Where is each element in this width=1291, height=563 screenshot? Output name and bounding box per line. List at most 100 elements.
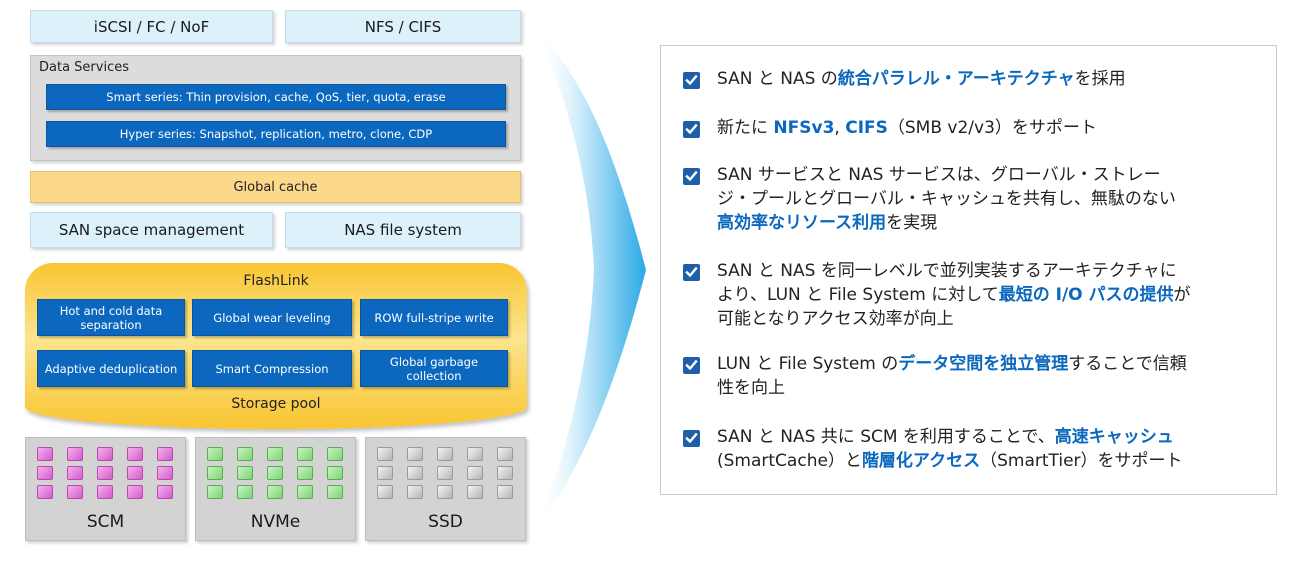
storage-chip-icon xyxy=(267,447,283,461)
checkbox-checked-icon xyxy=(683,430,700,447)
protocol-block-block: iSCSI / FC / NoF xyxy=(30,10,273,43)
smart-series-bar: Smart series: Thin provision, cache, QoS… xyxy=(46,84,506,110)
media-nvme: NVMe xyxy=(195,437,356,541)
storage-chip-icon xyxy=(497,485,513,499)
checkbox-checked-icon xyxy=(683,121,700,138)
body-text: SAN と NAS の xyxy=(717,69,838,89)
body-text: が xyxy=(1173,285,1191,305)
body-text: SAN と NAS 共に SCM を利用することで、 xyxy=(717,427,1055,447)
protocol-file: NFS / CIFS xyxy=(285,10,521,43)
storage-chip-icon xyxy=(157,466,173,480)
features-list: SAN と NAS の統合パラレル・アーキテクチャを採用新たに NFSv3, C… xyxy=(683,46,1263,496)
storage-chip-icon xyxy=(437,485,453,499)
storage-chip-icon xyxy=(97,466,113,480)
storage-chip-icon xyxy=(437,447,453,461)
media-ssd-label: SSD xyxy=(428,512,463,532)
storage-chip-icon xyxy=(327,466,343,480)
body-text: （SMB v2/v3）をサポート xyxy=(887,118,1097,138)
media-scm-label: SCM xyxy=(86,512,125,532)
feature-text-line: LUN と File System のデータ空間を独立管理することで信頼 xyxy=(717,353,1187,375)
feature-text-line: より、LUN と File System に対して最短の I/O パスの提供が xyxy=(717,284,1191,306)
storage-chip-icon xyxy=(497,466,513,480)
storage-chip-icon xyxy=(467,466,483,480)
storage-chip-icon xyxy=(157,447,173,461)
feature-smart-compression: Smart Compression xyxy=(192,350,352,387)
body-text: 性を向上 xyxy=(717,378,785,398)
feature-text-line: ジ・プールとグローバル・キャッシュを共有し、無駄のない xyxy=(717,188,1176,210)
nas-file-system-block: NAS file system xyxy=(285,212,521,248)
body-text: SAN サービスと NAS サービスは、グローバル・ストレー xyxy=(717,165,1161,185)
storage-chip-icon xyxy=(267,485,283,499)
feature-adaptive-deduplication: Adaptive deduplication xyxy=(37,350,185,387)
feature-global-wear-leveling: Global wear leveling xyxy=(192,299,352,336)
feature-text-line: 性を向上 xyxy=(717,377,785,399)
body-text: SAN と NAS を同一レベルで並列実装するアーキテクチャに xyxy=(717,261,1177,281)
highlight-text: 最短の I/O パスの提供 xyxy=(998,285,1174,305)
highlight-text: データ空間を独立管理 xyxy=(898,354,1069,374)
nas-file-system-label: NAS file system xyxy=(344,221,462,239)
storage-chip-icon xyxy=(407,485,423,499)
body-text: ジ・プールとグローバル・キャッシュを共有し、無駄のない xyxy=(717,189,1176,209)
storage-chip-icon xyxy=(297,466,313,480)
storage-chip-icon xyxy=(437,466,453,480)
storage-chip-icon xyxy=(207,485,223,499)
flashlink-title: FlashLink xyxy=(243,273,309,289)
san-space-management-label: SAN space management xyxy=(58,221,245,239)
storage-chip-icon xyxy=(127,466,143,480)
storage-chip-icon xyxy=(67,466,83,480)
storage-chip-icon xyxy=(377,447,393,461)
feature-text-line: SAN と NAS の統合パラレル・アーキテクチャを採用 xyxy=(717,68,1126,90)
storage-chip-icon xyxy=(327,485,343,499)
data-services-panel: Data Services Smart series: Thin provisi… xyxy=(30,55,521,161)
checkbox-checked-icon xyxy=(683,264,700,281)
feature-item: LUN と File System のデータ空間を独立管理することで信頼性を向上 xyxy=(683,353,1263,401)
storage-chip-icon xyxy=(67,447,83,461)
global-cache-bar: Global cache xyxy=(30,171,521,203)
storage-chip-icon xyxy=(407,447,423,461)
storage-chip-icon xyxy=(407,466,423,480)
highlight-text: NFSv3 xyxy=(773,118,835,138)
checkbox-checked-icon xyxy=(683,357,700,374)
feature-text-line: SAN と NAS 共に SCM を利用することで、高速キャッシュ xyxy=(717,426,1174,448)
protocol-file-label: NFS / CIFS xyxy=(364,17,442,36)
storage-chip-icon xyxy=(97,485,113,499)
highlight-text: 統合パラレル・アーキテクチャ xyxy=(837,69,1075,89)
storage-chip-icon xyxy=(237,466,253,480)
storage-chip-icon xyxy=(467,485,483,499)
body-text: を実現 xyxy=(886,213,938,233)
storage-chip-icon xyxy=(237,447,253,461)
storage-pool-label: Storage pool xyxy=(231,396,321,412)
storage-chip-icon xyxy=(127,485,143,499)
storage-chip-icon xyxy=(67,485,83,499)
storage-chip-icon xyxy=(237,485,253,499)
body-text: より、LUN と File System に対して xyxy=(717,285,999,305)
data-services-title: Data Services xyxy=(39,60,129,75)
feature-item: SAN と NAS の統合パラレル・アーキテクチャを採用 xyxy=(683,68,1263,92)
flow-arrow xyxy=(536,30,646,530)
body-text: , xyxy=(834,118,846,138)
body-text: 可能となりアクセス効率が向上 xyxy=(717,309,954,329)
body-text: (SmartCache）と xyxy=(717,451,862,471)
storage-chip-icon xyxy=(207,447,223,461)
feature-item: SAN サービスと NAS サービスは、グローバル・ストレージ・プールとグローバ… xyxy=(683,164,1263,236)
storage-chip-icon xyxy=(97,447,113,461)
feature-text-line: 高効率なリソース利用を実現 xyxy=(717,212,937,234)
highlight-text: CIFS xyxy=(845,118,888,138)
feature-text-line: SAN と NAS を同一レベルで並列実装するアーキテクチャに xyxy=(717,260,1177,282)
highlight-text: 高速キャッシュ xyxy=(1054,427,1174,447)
feature-text-line: 新たに NFSv3, CIFS（SMB v2/v3）をサポート xyxy=(717,117,1097,139)
storage-chip-icon xyxy=(207,466,223,480)
body-text: （SmartTier）をサポート xyxy=(980,451,1183,471)
storage-chip-icon xyxy=(267,466,283,480)
storage-chip-icon xyxy=(157,485,173,499)
media-ssd: SSD xyxy=(365,437,526,541)
protocol-block-label: iSCSI / FC / NoF xyxy=(93,17,210,36)
storage-chip-icon xyxy=(467,447,483,461)
feature-text-line: (SmartCache）と階層化アクセス（SmartTier）をサポート xyxy=(717,450,1183,472)
storage-chip-icon xyxy=(497,447,513,461)
storage-chip-icon xyxy=(377,485,393,499)
checkbox-checked-icon xyxy=(683,72,700,89)
highlight-text: 階層化アクセス xyxy=(861,451,981,471)
checkbox-checked-icon xyxy=(683,168,700,185)
body-text: 新たに xyxy=(717,118,774,138)
